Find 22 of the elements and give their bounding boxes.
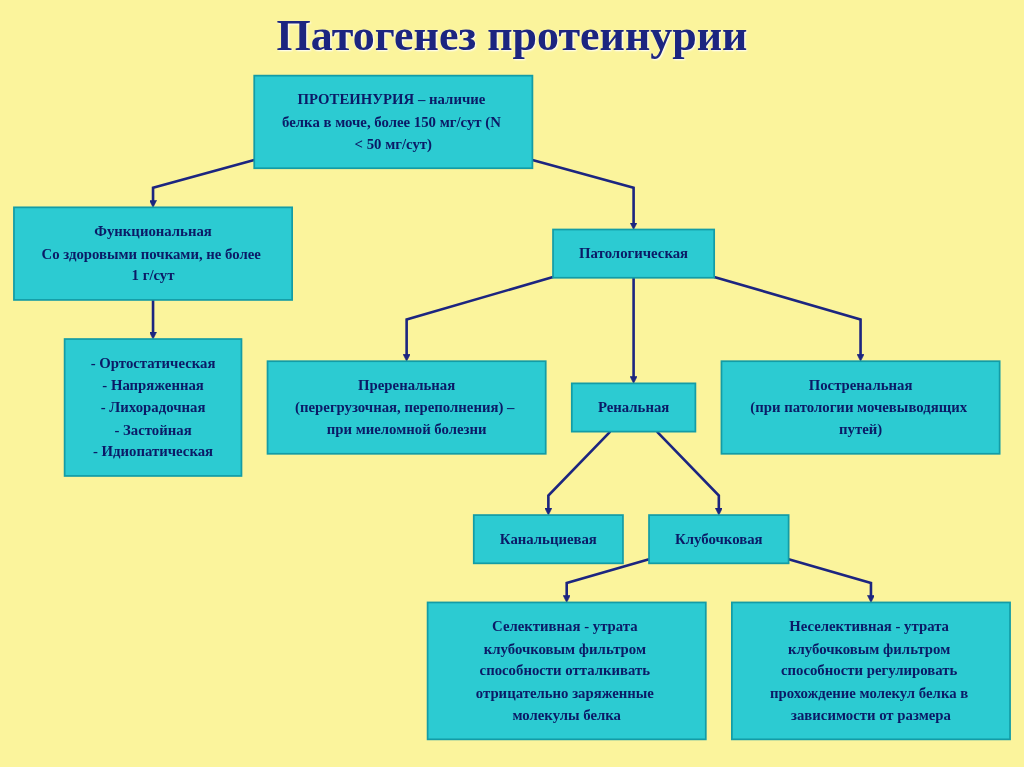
arrow	[562, 558, 650, 603]
arrow	[149, 158, 255, 208]
arrow	[149, 299, 157, 340]
node-box: Постренальная (при патологии мочевыводящих путей)	[720, 360, 1001, 455]
node-box: - Ортостатическая - Напряженная - Лихорадочная - Застойная - Идиопатическая	[63, 338, 243, 477]
arrow	[544, 430, 612, 516]
arrow	[629, 277, 638, 384]
arrow	[532, 158, 638, 230]
node-box: Клубочковая	[648, 514, 790, 565]
node-box: Ренальная	[570, 382, 697, 433]
node-box: Преренальная (перегрузочная, переполнения) – при миеломной болезни	[266, 360, 547, 455]
arrow	[656, 430, 723, 516]
node-box: ПРОТЕИНУРИЯ – наличие белка в моче, более 150 мг/сут (N < 50 мг/сут)	[253, 74, 534, 170]
node-box: Функциональная Со здоровыми почками, не более 1 г/сут	[13, 206, 293, 301]
arrow	[402, 275, 554, 362]
node-box: Селективная - утрата клубочковым фильтром способности отталкивать отрицательно заряженные молекулы белка	[426, 601, 707, 741]
node-box: Патологическая	[552, 228, 716, 279]
title: Патогенез протеинурии	[275, 10, 749, 62]
node-box: Канальциевая	[472, 514, 624, 565]
arrow	[713, 275, 865, 362]
arrow	[788, 558, 875, 603]
node-box: Неселективная - утрата клубочковым фильтром способности регулировать прохождение молекул белка в зависимости от размера	[731, 601, 1011, 741]
